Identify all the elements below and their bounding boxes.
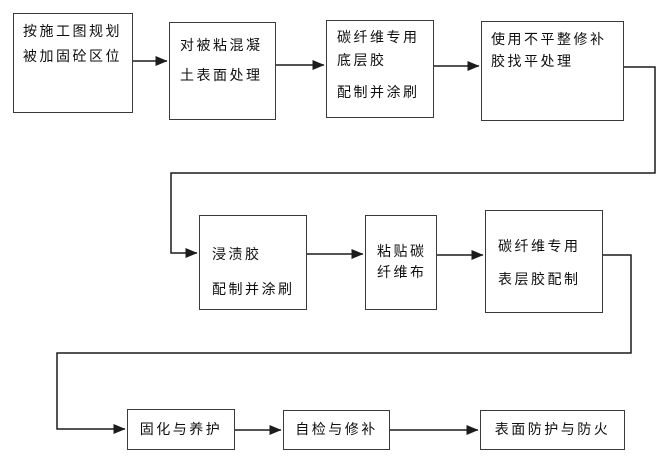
node-step-3: 碳纤维专用 底层胶 配制并涂刷	[326, 20, 434, 118]
node-step-9: 自检与修补	[283, 410, 390, 450]
node-step-7-line-1: 碳纤维专用	[498, 239, 581, 255]
connector-step4-to-step5	[170, 66, 656, 258]
node-step-2-line-2: 土表面处理	[180, 68, 263, 84]
node-step-3-line-3: 配制并涂刷	[337, 85, 420, 101]
connector-step7-to-step8	[56, 254, 632, 434]
node-step-8: 固化与养护	[127, 409, 235, 450]
node-step-5-line-2: 配制并涂刷	[212, 282, 295, 298]
node-step-6: 粘贴碳 纤维布	[365, 215, 437, 310]
node-step-5-line-1: 浸渍胶	[212, 247, 262, 263]
node-step-10: 表面防护与防火	[480, 410, 625, 450]
node-step-3-line-2: 底层胶	[337, 53, 387, 69]
node-step-4: 使用不平整修补 胶找平处理	[481, 21, 624, 121]
node-step-1-line-2: 被加固砼区位	[23, 49, 122, 65]
node-step-1-line-1: 按施工图规划	[23, 24, 122, 40]
node-step-8-line-1: 固化与养护	[139, 421, 223, 438]
node-step-2-line-1: 对被粘混凝	[180, 38, 263, 54]
node-step-4-line-1: 使用不平整修补	[491, 32, 607, 48]
node-step-4-line-2: 胶找平处理	[491, 54, 574, 70]
node-step-6-line-1: 粘贴碳	[377, 244, 427, 260]
node-step-1: 按施工图规划 被加固砼区位	[13, 13, 133, 113]
node-step-10-line-1: 表面防护与防火	[494, 422, 611, 438]
node-step-9-line-1: 自检与修补	[295, 422, 378, 438]
node-step-5: 浸渍胶 配制并涂刷	[199, 215, 307, 310]
node-step-7: 碳纤维专用 表层胶配制	[485, 210, 603, 313]
node-step-7-line-2: 表层胶配制	[498, 272, 581, 288]
node-step-3-line-1: 碳纤维专用	[337, 30, 420, 46]
node-step-6-line-2: 纤维布	[377, 265, 427, 281]
node-step-2: 对被粘混凝 土表面处理	[169, 22, 276, 120]
